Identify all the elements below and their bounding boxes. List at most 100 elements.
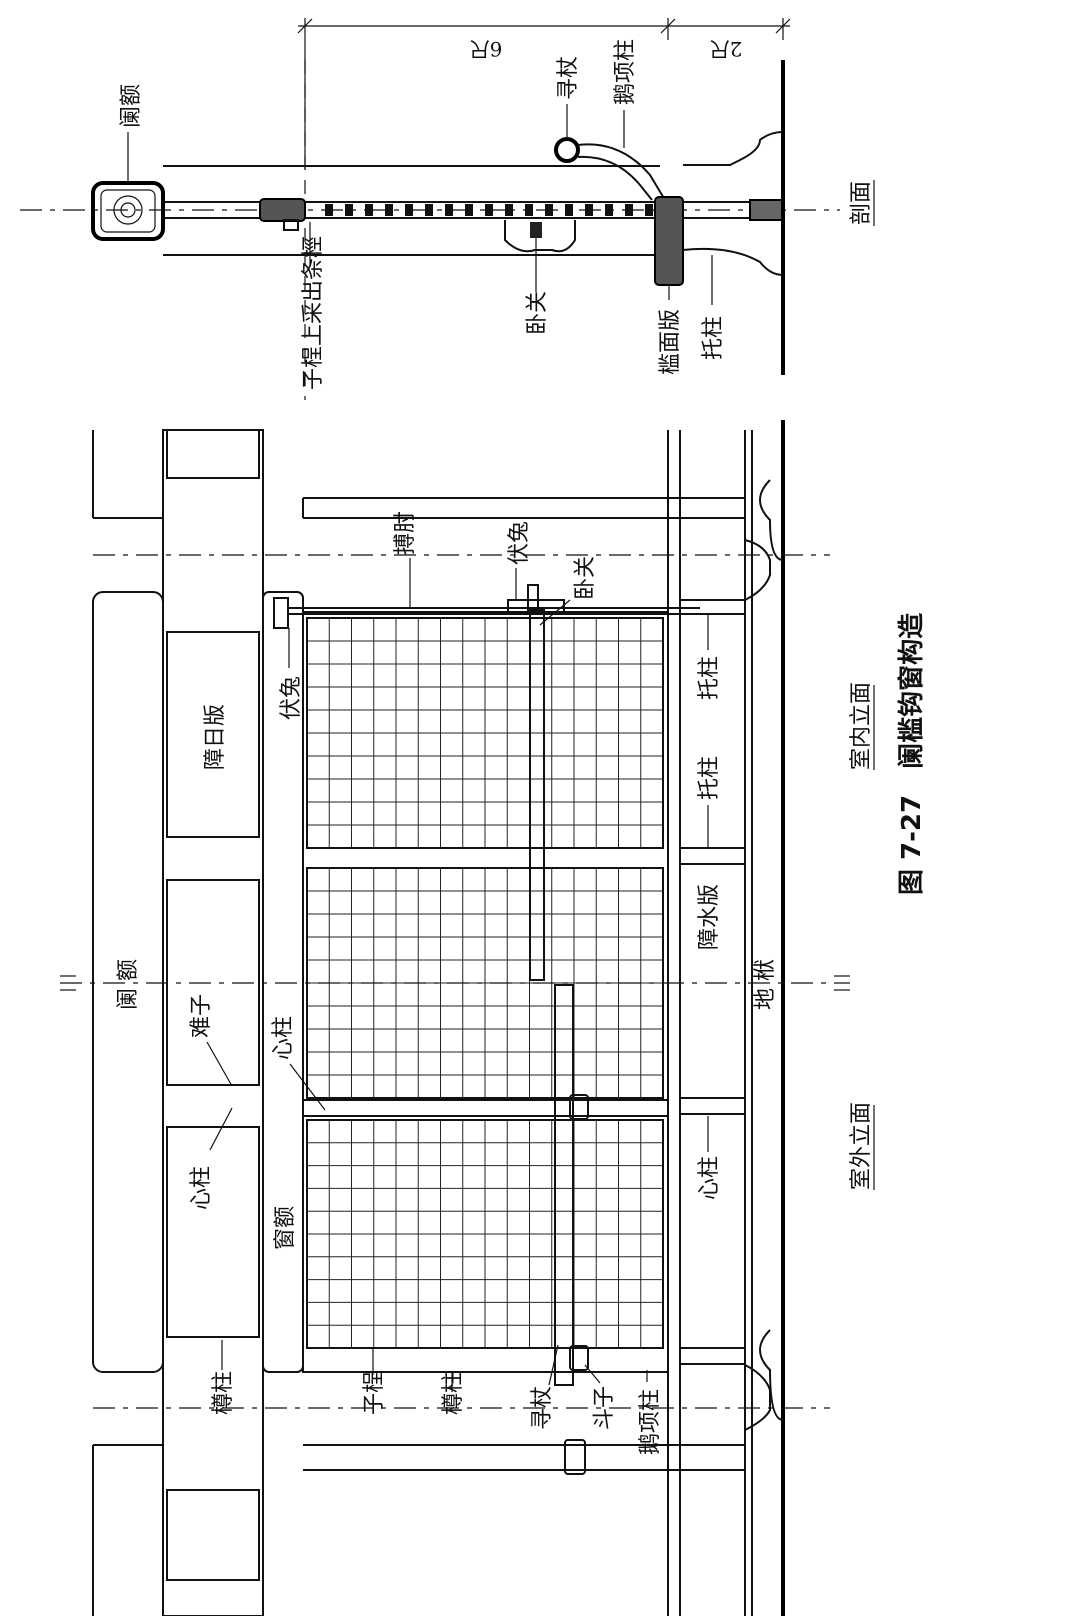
woguan-bar [529,609,545,981]
figure-caption: 图 7-27 阑槛钩窗构造 [896,613,927,895]
section-exiangzhu-top [577,143,666,201]
tuozhu-post-3 [679,1097,746,1115]
label-chuange: 窗额 [273,1206,298,1250]
leader-xinzhu-panel [209,1107,233,1151]
section-woguan [530,222,542,238]
label-zhangriban: 障日版 [203,704,228,770]
section-grid-bars [325,204,653,216]
leader-woguan [539,599,571,626]
section-lattice-bar [365,204,373,216]
label-xinzhu-panel: 心柱 [189,1166,214,1210]
label-section-tuozhu: 托柱 [701,316,726,360]
elevation-view: 阑 额 地 栿 障日版 难子 心柱 心柱 窗额 搏肘 伏兔 伏兔 卧关 托柱 托… [60,420,927,1616]
label-futu-top: 伏兔 [507,521,532,565]
tuozhu-post-4 [679,1347,746,1365]
section-lattice-bar [445,204,453,216]
section-xunzhang [554,137,580,163]
dim-tick-3 [775,18,791,34]
post-foot-2 [758,1329,784,1421]
section-lane-ring-2 [120,202,136,218]
label-douzi: 斗子 [592,1386,617,1430]
label-section-lane: 阑额 [119,84,144,128]
futu-top-block [507,599,565,613]
label-nanzi: 难子 [189,994,214,1038]
section-woguan-bracket [504,220,576,253]
section-jianmianban [654,196,684,286]
label-xinzhu-window: 心柱 [271,1016,296,1060]
douzi-3 [564,1439,586,1475]
label-fuzhou: 搏肘 [393,511,418,555]
section-lattice-bar [345,204,353,216]
tuozhu-post-1 [679,599,746,615]
section-lattice-bar [405,204,413,216]
section-lattice-bar [605,204,613,216]
dim-2-chi: 2尺 [710,37,743,61]
section-tuozhu-bottom [682,247,784,276]
sash-3 [306,1119,664,1349]
zhangriban-panel-0 [166,429,260,479]
section-lattice-bar [465,204,473,216]
label-shuzhu-1: 樽柱 [211,1371,236,1415]
view-title-interior: 室内立面 [849,682,874,770]
leader-nanzi [206,1041,233,1087]
leader-douzi [584,1364,601,1384]
post-base-1 [744,500,771,601]
label-xinzhu-lower: 心柱 [697,1156,722,1200]
label-tuozhu-1: 托柱 [697,656,722,700]
section-view: 6尺 2尺 阑额 寻杖 [20,18,875,400]
section-lattice-bar [625,204,633,216]
label-exiangzhu: 鹅项柱 [638,1389,663,1455]
leader-xinzhu-window [289,1063,326,1111]
label-section-zicheng-strip: 子桯上采出条桱 [301,236,326,390]
section-lattice-bar [565,204,573,216]
dim-tick-2 [660,18,676,34]
douzi-1 [569,1094,589,1120]
label-tuozhu-2: 托柱 [697,756,722,800]
zhangriban-panel-1 [166,631,260,838]
section-lattice-bar [385,204,393,216]
section-lattice-bar [485,204,493,216]
label-xunzhang: 寻杖 [530,1386,555,1430]
section-tuozhu-top [683,131,784,166]
label-zicheng: 子桯 [362,1371,387,1415]
label-lane: 阑 额 [116,959,141,1010]
dim-tick-1 [297,18,313,34]
tuozhu-post-2 [679,847,746,865]
section-lattice-bar [545,204,553,216]
view-title-exterior: 室外立面 [849,1102,874,1190]
section-lattice-bar [645,204,653,216]
label-woguan: 卧关 [573,556,598,600]
label-futu-left: 伏兔 [279,676,304,720]
section-zicheng-tab [283,219,299,231]
view-title-section: 剖面 [849,181,874,225]
section-lattice-bar [505,204,513,216]
section-lattice-bar [325,204,333,216]
section-lane-inner [100,189,156,233]
label-section-xunzhang: 寻杖 [556,56,581,100]
post-foot-1 [758,479,784,561]
section-difu [749,199,784,221]
dim-6-chi: 6尺 [470,37,503,61]
zhangriban-panel-3 [166,1126,260,1338]
label-zhangshuiban: 障水版 [697,884,722,950]
zhangriban-panel-4 [166,1489,260,1581]
section-lattice-bar [525,204,533,216]
futu-top-pin [527,584,539,611]
section-lattice-bar [425,204,433,216]
section-exiangzhu-bottom [577,155,653,201]
label-section-exiangzhu: 鹅项柱 [613,39,638,105]
section-lattice-bar [585,204,593,216]
post-base-2 [744,1340,771,1431]
label-section-woguan: 卧关 [525,291,550,335]
section-lane-ring-1 [113,195,143,225]
xunzhang-bar [554,984,574,1386]
futu-left-block [273,597,289,629]
leader-xunzhang [548,1344,559,1386]
label-section-jianmianban: 槛面版 [658,309,683,375]
section-zicheng-block [259,198,306,222]
label-difu: 地 栿 [753,959,778,1010]
douzi-2 [569,1345,589,1371]
label-shuzhu-2: 樽柱 [441,1371,466,1415]
